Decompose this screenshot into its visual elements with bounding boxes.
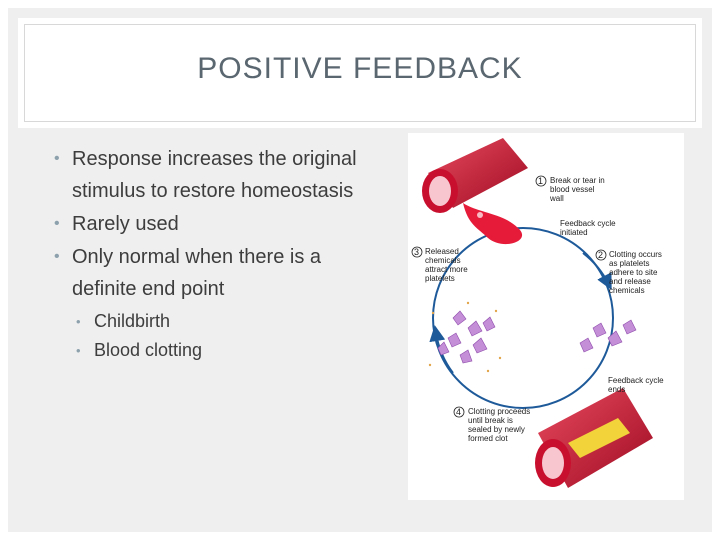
svg-text:4: 4 <box>456 407 461 417</box>
step3-label: 3 Released chemicals attract more platel… <box>411 246 468 283</box>
slide-title: POSITIVE FEEDBACK <box>197 52 523 85</box>
svg-text:formed clot: formed clot <box>468 434 508 443</box>
svg-text:Clotting occurs: Clotting occurs <box>609 250 662 259</box>
bullet-dot-icon: • <box>54 150 60 167</box>
platelet-cluster-icon <box>579 319 637 353</box>
svg-text:chemicals: chemicals <box>609 286 645 295</box>
sub-bullet-text: Childbirth <box>94 311 171 331</box>
bullet-list: • Response increases the original stimul… <box>54 143 394 365</box>
step2-label: 2 Clotting occurs as platelets adhere to… <box>595 249 662 295</box>
cycle-start-label: Feedback cycle initiated <box>560 219 616 237</box>
clotting-feedback-figure: 1 Break or tear in blood vessel wall Fee… <box>408 133 684 500</box>
svg-text:Feedback cycle: Feedback cycle <box>560 219 616 228</box>
svg-text:Released: Released <box>425 247 459 256</box>
svg-text:Break or tear in: Break or tear in <box>550 176 605 185</box>
platelet-cluster-icon <box>437 310 496 364</box>
svg-text:attract more: attract more <box>425 265 468 274</box>
svg-text:platelets: platelets <box>425 274 455 283</box>
svg-text:initiated: initiated <box>560 228 588 237</box>
bullet-dot-icon: • <box>54 215 60 232</box>
bullet-item: • Only normal when there is a definite e… <box>54 241 394 305</box>
title-frame <box>24 24 696 122</box>
sub-bullet-item: • Childbirth <box>54 307 394 336</box>
step1-label: 1 Break or tear in blood vessel wall <box>535 175 605 203</box>
sub-bullet-text: Blood clotting <box>94 340 203 360</box>
clotting-diagram: 1 Break or tear in blood vessel wall Fee… <box>411 138 664 488</box>
feedback-cycle-circle <box>432 227 614 409</box>
title-band <box>18 18 702 128</box>
svg-text:wall: wall <box>549 194 564 203</box>
svg-text:1: 1 <box>538 176 543 186</box>
sub-bullet-item: • Blood clotting <box>54 336 394 365</box>
step4-label: 4 Clotting proceeds until break is seale… <box>453 406 530 443</box>
svg-text:sealed by newly: sealed by newly <box>468 425 525 434</box>
svg-text:3: 3 <box>414 247 419 257</box>
bullet-text: Response increases the original stimulus… <box>72 148 357 202</box>
svg-text:2: 2 <box>598 250 603 260</box>
svg-text:ends: ends <box>608 385 625 394</box>
sealed-vessel-icon <box>535 388 653 488</box>
svg-text:until break is: until break is <box>468 416 513 425</box>
bullet-item: • Rarely used <box>54 208 394 240</box>
bullet-dot-icon: • <box>54 248 60 265</box>
svg-text:Feedback cycle: Feedback cycle <box>608 376 664 385</box>
torn-vessel-icon <box>422 138 528 245</box>
bullet-text: Only normal when there is a definite end… <box>72 246 322 300</box>
svg-text:blood vessel: blood vessel <box>550 185 595 194</box>
svg-text:Clotting proceeds: Clotting proceeds <box>468 407 530 416</box>
svg-text:and release: and release <box>609 277 651 286</box>
cycle-arrow-icon <box>582 252 612 291</box>
cycle-end-label: Feedback cycle ends <box>608 376 664 394</box>
svg-text:chemicals: chemicals <box>425 256 461 265</box>
bullet-dot-icon: • <box>76 343 81 358</box>
bullet-text: Rarely used <box>72 213 179 235</box>
bullet-item: • Response increases the original stimul… <box>54 143 394 207</box>
svg-text:adhere to site: adhere to site <box>609 268 658 277</box>
bullet-dot-icon: • <box>76 314 81 329</box>
svg-text:as platelets: as platelets <box>609 259 649 268</box>
